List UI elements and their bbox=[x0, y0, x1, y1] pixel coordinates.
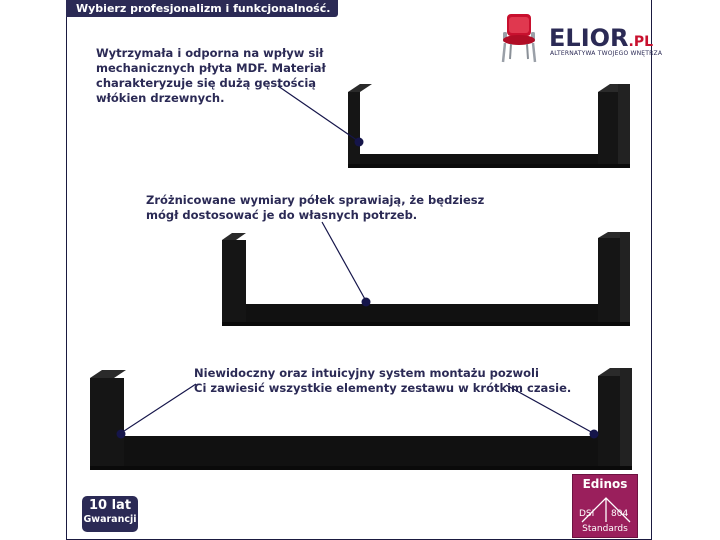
description-dimensions: Zróżnicowane wymiary półek sprawiają, że… bbox=[146, 193, 484, 223]
logo-wordmark: ELIOR.PL bbox=[549, 26, 653, 54]
description-line: Ci zawiesić wszystkie elementy zestawu w… bbox=[194, 381, 572, 395]
warranty-label: Gwarancji bbox=[83, 514, 137, 525]
shelf-medium bbox=[222, 232, 630, 326]
marker-material bbox=[354, 137, 364, 147]
description-line: mechanicznych płyta MDF. Materiał bbox=[96, 61, 326, 75]
elior-logo: ELIOR.PL ALTERNATYWA TWOJEGO WNĘTRZA bbox=[497, 12, 662, 64]
callout-pointers bbox=[120, 85, 594, 434]
certification-standards: Standards bbox=[582, 524, 628, 534]
description-line: włókien drzewnych. bbox=[96, 91, 225, 105]
description-material: Wytrzymała i odporna na wpływ sił mechan… bbox=[96, 46, 326, 106]
logo-tagline: ALTERNATYWA TWOJEGO WNĘTRZA bbox=[550, 50, 663, 57]
pointer-line-dimensions bbox=[321, 221, 367, 302]
logo-tld: .PL bbox=[628, 34, 654, 50]
description-line: charakteryzuje się dużą gęstością bbox=[96, 76, 317, 90]
certification-badge: Edinos DSI 804 Standards bbox=[572, 474, 638, 538]
certification-emblem-icon bbox=[581, 497, 631, 523]
marker-mount-right bbox=[589, 429, 599, 439]
certification-left-text: DSI bbox=[579, 509, 595, 519]
description-line: Wytrzymała i odporna na wpływ sił bbox=[96, 46, 324, 60]
warranty-badge: 10 lat Gwarancji bbox=[82, 496, 138, 532]
warranty-years: 10 lat bbox=[88, 498, 132, 513]
chair-icon bbox=[501, 14, 537, 63]
description-line: mógł dostosować je do własnych potrzeb. bbox=[146, 208, 418, 222]
certification-number: 804 bbox=[611, 509, 629, 519]
pointer-line-material bbox=[277, 85, 359, 142]
slogan-banner: Wybierz profesjonalizm i funkcjonalność. bbox=[66, 0, 339, 17]
shelf-small bbox=[348, 84, 630, 168]
shelf-large bbox=[90, 368, 632, 470]
pointer-line-mount-left bbox=[120, 383, 197, 434]
certification-brand: Edinos bbox=[582, 477, 628, 491]
description-mounting: Niewidoczny oraz intuicyjny system monta… bbox=[194, 366, 571, 396]
logo-name: ELIOR bbox=[549, 24, 629, 52]
pointer-line-mount-right bbox=[505, 384, 594, 434]
description-line: Niewidoczny oraz intuicyjny system monta… bbox=[194, 366, 539, 380]
marker-mount-left bbox=[116, 429, 126, 439]
description-line: Zróżnicowane wymiary półek sprawiają, że… bbox=[146, 193, 485, 207]
callout-markers bbox=[116, 137, 599, 439]
marker-dimensions bbox=[361, 297, 371, 307]
